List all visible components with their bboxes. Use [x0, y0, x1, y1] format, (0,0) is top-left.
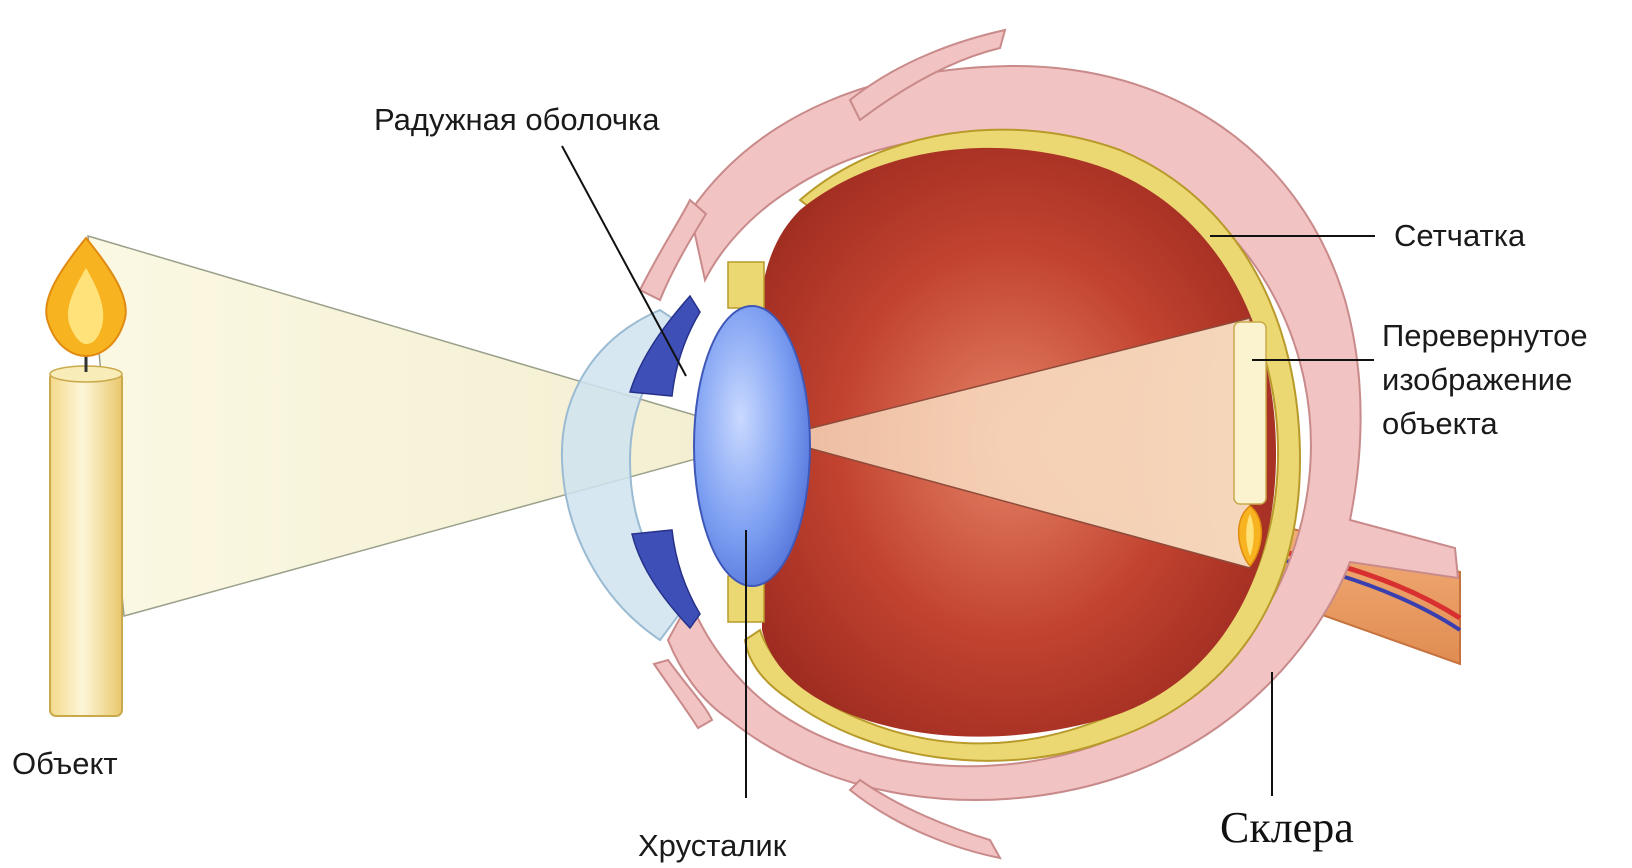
ciliary-upper-flap: [640, 200, 706, 300]
label-inverted-image-line1: Перевернутое: [1382, 318, 1588, 353]
candle-object: [46, 238, 126, 716]
label-object: Объект: [12, 746, 118, 781]
label-retina: Сетчатка: [1394, 218, 1526, 253]
label-inverted-image-line3: объекта: [1382, 406, 1498, 441]
label-lens: Хрусталик: [638, 828, 787, 863]
label-iris: Радужная оболочка: [374, 102, 660, 137]
label-sclera: Склера: [1220, 803, 1354, 852]
inverted-image: [1234, 322, 1266, 566]
label-inverted-image-line2: изображение: [1382, 362, 1572, 397]
lens: [694, 306, 810, 586]
ciliary-body-upper: [728, 262, 764, 308]
